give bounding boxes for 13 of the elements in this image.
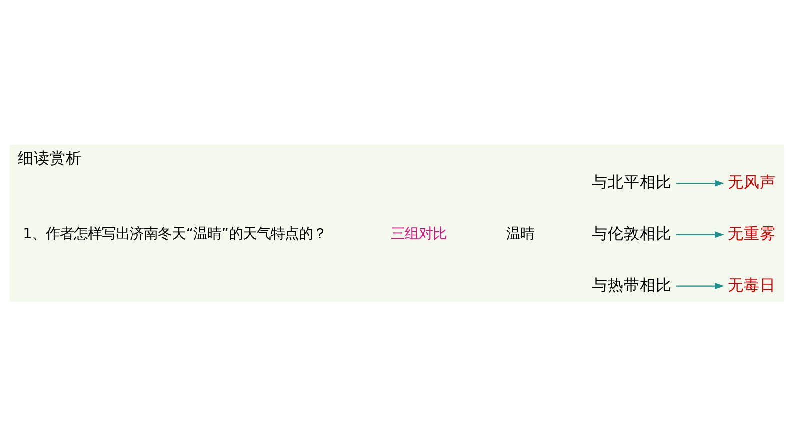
node-text: 三组对比 xyxy=(390,226,447,242)
arrow xyxy=(676,282,724,290)
node-text: 与北平相比 xyxy=(592,172,672,192)
label: 1、作者怎样写出济南冬天“温晴”的天气特点的？ xyxy=(23,226,327,242)
node-text: 无风声 xyxy=(728,172,776,192)
arrow xyxy=(676,231,724,238)
node-text: 无重雾 xyxy=(728,223,776,242)
node-text: 无毒日 xyxy=(728,274,776,294)
node-text: 与伦敦相比 xyxy=(592,223,672,242)
arrow xyxy=(676,180,724,186)
node-text: 温晴 xyxy=(506,226,534,242)
node-text: 与热带相比 xyxy=(592,274,672,294)
diagram-title: 细读赏析 xyxy=(18,148,82,167)
